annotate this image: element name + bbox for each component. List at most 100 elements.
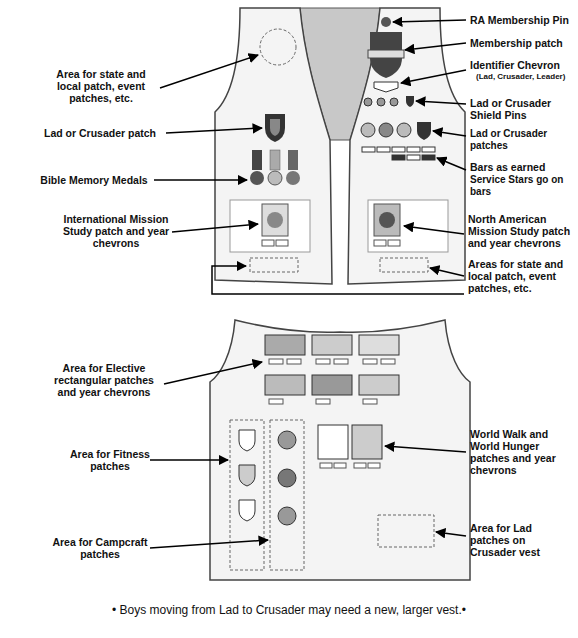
callout-label: (Lad, Crusader, Leader) (476, 72, 578, 82)
award-bar (392, 147, 405, 152)
callout-label: RA Membership Pin (470, 14, 576, 26)
elective-patch (359, 375, 399, 395)
world-hunger-patch (352, 425, 382, 459)
year-chevron (363, 399, 377, 404)
leader-arrow (385, 446, 466, 452)
callout-label: Area for Lad patches on Crusader vest (470, 522, 572, 558)
year-chevron (388, 240, 400, 246)
callout-label: North American Mission Study patch and y… (468, 213, 574, 249)
callout-label: International Mission Study patch and ye… (60, 213, 172, 249)
leader-arrow (436, 532, 466, 536)
elective-patch (359, 335, 399, 355)
campcraft-patch (278, 469, 296, 487)
callout-label: Area for state and local patch, event pa… (45, 68, 157, 104)
dashed-area (378, 515, 434, 547)
elective-patch (312, 375, 352, 395)
year-chevron (269, 399, 283, 404)
award-bar (407, 155, 420, 160)
pin (390, 98, 398, 106)
elective-patch (312, 335, 352, 355)
campcraft-patch (278, 507, 296, 525)
award-bar (422, 147, 435, 152)
dashed-area (260, 29, 296, 65)
pin (377, 98, 385, 106)
callout-label: Identifier Chevron (470, 59, 576, 71)
dashed-area (380, 258, 428, 272)
mission-patch-emblem (267, 212, 283, 228)
vest-right-panel (348, 8, 465, 284)
leader-bracket (212, 266, 464, 294)
vest-left-panel (215, 8, 332, 284)
world-walk-patch (318, 425, 348, 459)
medal-ribbon (270, 150, 280, 170)
membership-pin (381, 17, 391, 27)
medal (286, 171, 300, 185)
year-chevron (320, 463, 332, 468)
medal-ribbon (252, 150, 262, 170)
leader-arrow (401, 70, 466, 83)
leader-arrow (393, 20, 466, 22)
campcraft-patch (278, 431, 296, 449)
year-chevron (334, 463, 346, 468)
medal-ribbon (288, 150, 298, 170)
mission-patch-emblem (379, 212, 395, 228)
award-bar (392, 155, 405, 160)
year-chevron (368, 463, 380, 468)
lad-patch-round (379, 123, 393, 137)
leader-arrow (150, 459, 228, 461)
leader-arrow (154, 179, 247, 181)
award-bar (377, 147, 390, 152)
leader-arrow (164, 362, 262, 384)
leader-arrow (172, 224, 258, 232)
elective-patch (265, 335, 305, 355)
medal (250, 171, 264, 185)
crusader-patch (417, 122, 431, 140)
callout-label: Area for Fitness patches (70, 448, 150, 472)
lad-patch (265, 114, 285, 142)
shield-pin (406, 96, 414, 107)
callout-label: Area for Elective rectangular patches an… (45, 362, 163, 398)
callout-label: Bible Memory Medals (35, 174, 153, 186)
callout-label: Lad or Crusader Shield Pins (470, 97, 570, 121)
callout-label: Lad or Crusader patches (470, 128, 576, 151)
leader-arrow (430, 268, 464, 276)
leader-arrow (433, 131, 466, 136)
award-bar (362, 147, 375, 152)
leader-arrow (404, 226, 464, 234)
medal (268, 171, 282, 185)
fitness-patch (239, 430, 255, 451)
year-chevron (262, 240, 274, 246)
year-chevron (316, 399, 330, 404)
callout-label: Membership patch (470, 37, 576, 49)
leader-arrow (166, 128, 262, 133)
callout-label: Area for Campcraft patches (50, 536, 150, 560)
callout-label: Bars as earned (470, 161, 576, 173)
year-chevron (287, 359, 301, 364)
callout-label: Areas for state and local patch, event p… (468, 258, 574, 294)
callout-label: Service Stars go on bars (470, 174, 576, 197)
mission-patch (262, 204, 288, 236)
mission-patch (374, 204, 400, 236)
leader-arrow (416, 101, 466, 104)
fitness-patch (239, 500, 255, 521)
award-bar (422, 155, 435, 160)
leader-arrow (437, 158, 466, 170)
year-chevron (269, 359, 283, 364)
year-chevron (381, 359, 395, 364)
leader-arrow (405, 43, 466, 50)
pin (364, 98, 372, 106)
callout-label: World Walk and World Hunger patches and … (470, 428, 572, 476)
identifier-chevron (374, 82, 398, 92)
membership-patch-band (368, 50, 404, 58)
year-chevron (334, 359, 348, 364)
award-bar (407, 147, 420, 152)
lad-patch-round (397, 123, 411, 137)
elective-patch (265, 375, 305, 395)
dashed-area (270, 420, 304, 570)
year-chevron (276, 240, 288, 246)
year-chevron (374, 240, 386, 246)
callout-label: Lad or Crusader patch (35, 127, 165, 139)
leader-arrow (160, 55, 258, 88)
